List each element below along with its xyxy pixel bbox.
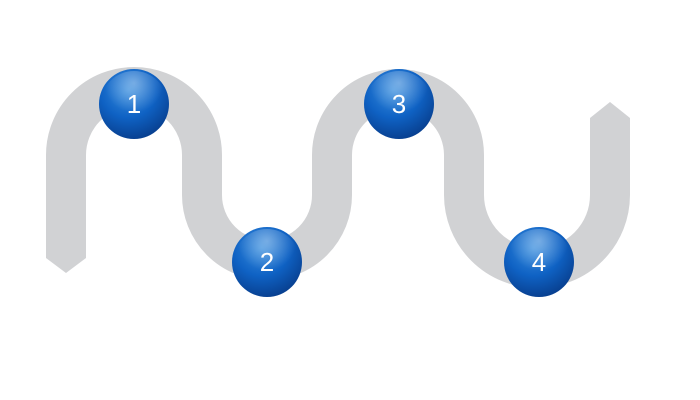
track-left-end bbox=[46, 258, 86, 273]
step-label: 2 bbox=[260, 247, 274, 277]
step-node-4: 4 bbox=[504, 227, 574, 297]
step-label: 1 bbox=[127, 89, 141, 119]
step-node-1: 1 bbox=[99, 69, 169, 139]
step-node-3: 3 bbox=[364, 69, 434, 139]
track-right-end bbox=[590, 102, 630, 118]
step-label: 4 bbox=[532, 247, 546, 277]
step-node-2: 2 bbox=[232, 227, 302, 297]
step-label: 3 bbox=[392, 89, 406, 119]
